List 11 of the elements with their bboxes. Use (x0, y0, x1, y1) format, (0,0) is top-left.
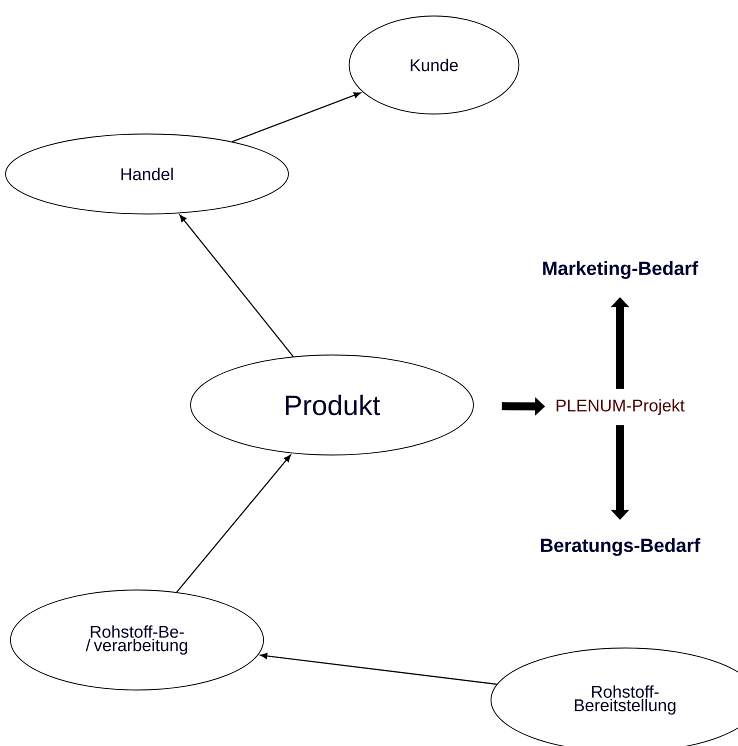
text-label: PLENUM-Projekt (556, 399, 685, 415)
ellipse-node: Kunde (348, 16, 520, 114)
ellipse-node: Produkt (190, 354, 474, 456)
ellipse-node: Handel (5, 134, 289, 214)
text-label: Marketing-Bedarf (543, 261, 698, 279)
arrow (179, 214, 294, 357)
ellipse-node: Rohstoff-Be-/ verarbeitung (10, 590, 264, 690)
arrow (232, 92, 362, 142)
arrow (260, 652, 497, 685)
text-label: Beratungs-Bedarf (541, 538, 700, 556)
arrow (176, 454, 291, 592)
